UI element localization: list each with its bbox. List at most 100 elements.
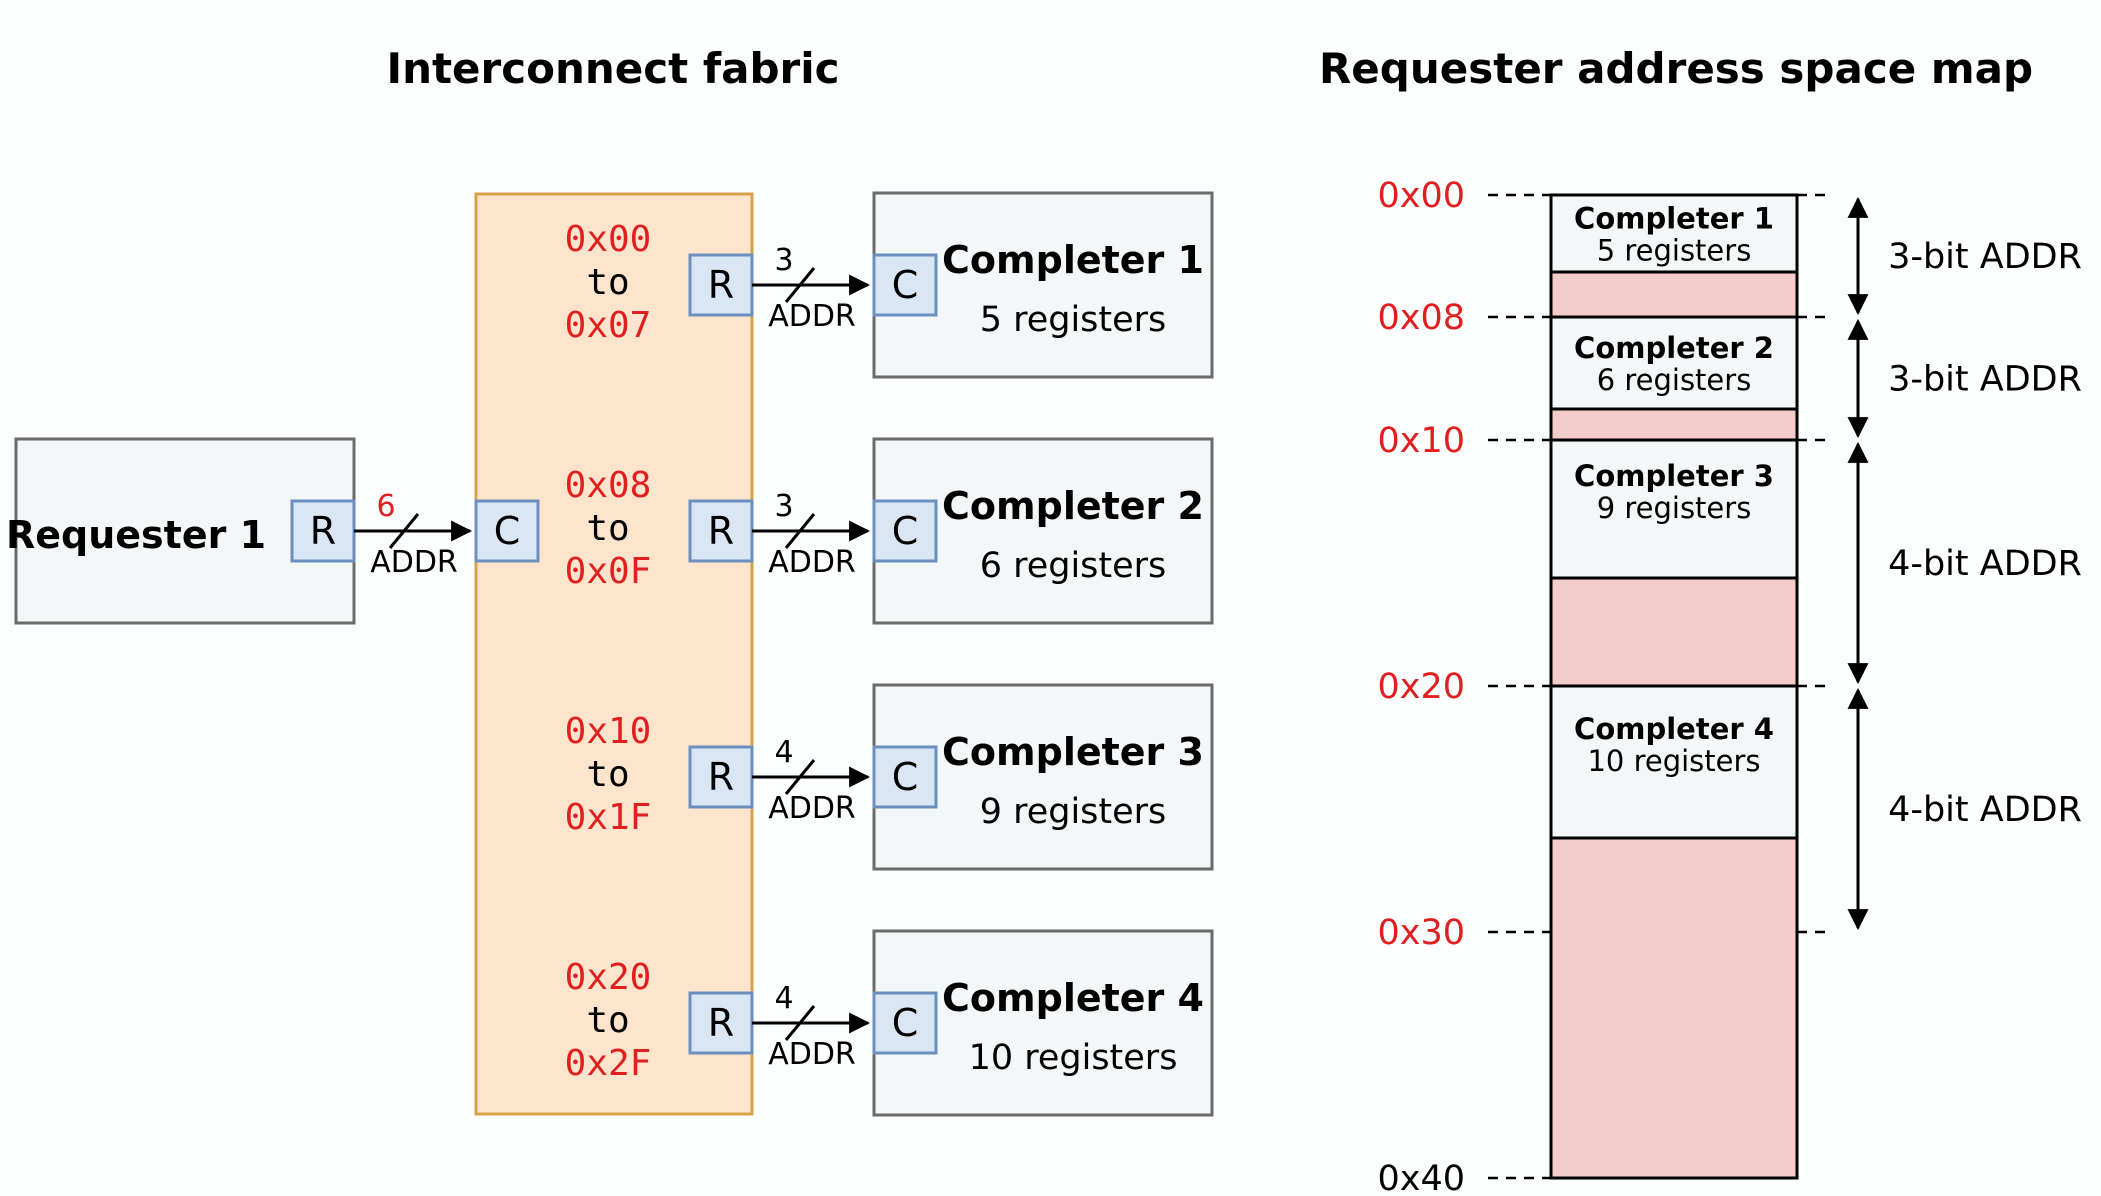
completer-name: Completer 4 — [942, 976, 1204, 1020]
map-region: Completer 39 registers — [1549, 438, 1799, 688]
map-address: 0x40 — [1377, 1159, 1465, 1196]
map-block-registers: 5 registers — [1597, 234, 1752, 268]
range-end: 0x2F — [565, 1043, 652, 1084]
map-region: Completer 15 registers — [1549, 193, 1799, 319]
completer-name: Completer 3 — [942, 730, 1204, 774]
map-block-registers: 9 registers — [1597, 491, 1752, 525]
interconnect-fabric: C — [474, 192, 754, 1116]
completer-port-label: C — [892, 263, 919, 307]
map-block — [1549, 193, 1799, 274]
requester-port — [290, 499, 356, 563]
range-start: 0x00 — [565, 219, 652, 260]
bus-slash — [784, 1005, 816, 1041]
map-block — [1549, 438, 1799, 580]
completer-port-label: C — [892, 509, 919, 553]
unused-region — [1549, 270, 1799, 319]
completer-port — [872, 253, 938, 317]
bus-width: 4 — [774, 735, 793, 770]
unused-region — [1549, 836, 1799, 1180]
address-span: 4-bit ADDR — [1847, 687, 2082, 931]
map-address: 0x10 — [1377, 421, 1465, 461]
map-address: 0x08 — [1377, 298, 1465, 338]
span-label: 4-bit ADDR — [1888, 544, 2082, 584]
right-panel-title: Requester address space map — [1319, 44, 2033, 93]
map-block-name: Completer 3 — [1574, 459, 1774, 493]
requester-bus-label: ADDR — [370, 545, 458, 580]
bus-width: 4 — [774, 981, 793, 1016]
map-address: 0x30 — [1377, 913, 1465, 953]
range-to-word: to — [586, 1000, 629, 1041]
bus-label: ADDR — [768, 1037, 856, 1072]
range-start: 0x10 — [565, 711, 652, 752]
completer-name: Completer 2 — [942, 484, 1204, 528]
fabric-requester-port — [688, 991, 754, 1055]
bus-slash — [784, 759, 816, 795]
range-to-word: to — [586, 754, 629, 795]
fabric-completer-port — [474, 499, 540, 563]
map-block-name: Completer 1 — [1574, 202, 1774, 236]
fabric-requester-port-label: R — [708, 509, 734, 553]
range-to-word: to — [586, 508, 629, 549]
completer-port-label: C — [892, 1001, 919, 1045]
span-label: 4-bit ADDR — [1888, 790, 2082, 830]
fabric-requester-port — [688, 499, 754, 563]
fabric-requester-port-label: R — [708, 1001, 734, 1045]
left-panel-title: Interconnect fabric — [386, 44, 839, 93]
completer-port — [872, 499, 938, 563]
completer-port — [872, 991, 938, 1055]
completer-name: Completer 1 — [942, 238, 1204, 282]
address-span: 3-bit ADDR — [1847, 318, 2082, 439]
completer-registers: 6 registers — [980, 546, 1167, 586]
map-address: 0x00 — [1377, 176, 1465, 216]
range-end: 0x1F — [565, 797, 652, 838]
fabric-completer-port-label: C — [494, 509, 521, 553]
fabric-requester-port — [688, 745, 754, 809]
requester-block: Requester 1 R — [6, 437, 356, 625]
bus-slash — [784, 513, 816, 549]
requester-port-label: R — [310, 509, 336, 553]
map-region: Completer 410 registers — [1549, 684, 1799, 1180]
map-block — [1549, 684, 1799, 840]
bus-width: 3 — [774, 243, 793, 278]
map-block-name: Completer 2 — [1574, 331, 1774, 365]
address-span: 4-bit ADDR — [1847, 441, 2082, 685]
unused-region — [1549, 576, 1799, 688]
fabric-requester-port-label: R — [708, 755, 734, 799]
completer-port — [872, 745, 938, 809]
span-label: 3-bit ADDR — [1888, 360, 2082, 400]
bus-label: ADDR — [768, 791, 856, 826]
completer-registers: 5 registers — [980, 300, 1167, 340]
map-address: 0x20 — [1377, 667, 1465, 707]
requester-bus-width: 6 — [376, 489, 395, 524]
bus-slash — [784, 267, 816, 303]
map-block — [1549, 315, 1799, 411]
map-region: Completer 26 registers — [1549, 315, 1799, 442]
range-start: 0x20 — [565, 957, 652, 998]
bus-label: ADDR — [768, 299, 856, 334]
bus-width: 3 — [774, 489, 793, 524]
range-to-word: to — [586, 262, 629, 303]
fabric-requester-port-label: R — [708, 263, 734, 307]
map-block-registers: 6 registers — [1597, 363, 1752, 397]
completer-port-label: C — [892, 755, 919, 799]
map-block-registers: 10 registers — [1587, 744, 1760, 778]
unused-region — [1549, 407, 1799, 442]
completer-registers: 9 registers — [980, 792, 1167, 832]
range-end: 0x07 — [565, 305, 652, 346]
span-label: 3-bit ADDR — [1888, 237, 2082, 277]
map-block-name: Completer 4 — [1574, 712, 1774, 746]
requester-name: Requester 1 — [6, 513, 266, 557]
address-span: 3-bit ADDR — [1847, 196, 2082, 316]
requester-bus: 6 ADDR — [354, 489, 473, 580]
bus-label: ADDR — [768, 545, 856, 580]
range-start: 0x08 — [565, 465, 652, 506]
completer-registers: 10 registers — [969, 1038, 1178, 1078]
range-end: 0x0F — [565, 551, 652, 592]
